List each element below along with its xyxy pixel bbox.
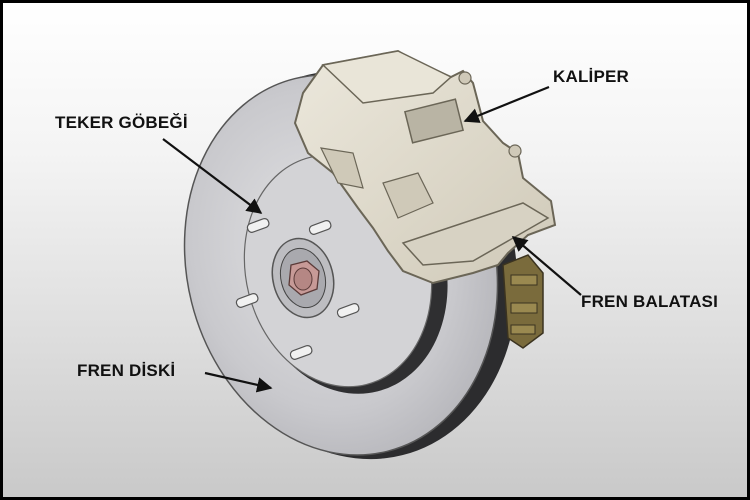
brake-assembly-illustration bbox=[162, 49, 582, 460]
hub-arrow bbox=[162, 138, 263, 214]
brake-caliper bbox=[293, 49, 557, 285]
wheel-hub bbox=[235, 218, 360, 360]
brake-pad bbox=[502, 254, 544, 349]
callout-arrows bbox=[162, 85, 582, 393]
brake-pad-label: FREN BALATASI bbox=[581, 292, 719, 311]
pad-arrow bbox=[511, 236, 582, 296]
disc-arrow bbox=[204, 371, 273, 393]
caliper-arrow bbox=[463, 85, 550, 123]
brake-disc-label: FREN DİSKİ bbox=[77, 361, 176, 380]
wheel-hub-label: TEKER GÖBEĞİ bbox=[55, 113, 188, 132]
caliper-label: KALİPER bbox=[553, 67, 630, 86]
